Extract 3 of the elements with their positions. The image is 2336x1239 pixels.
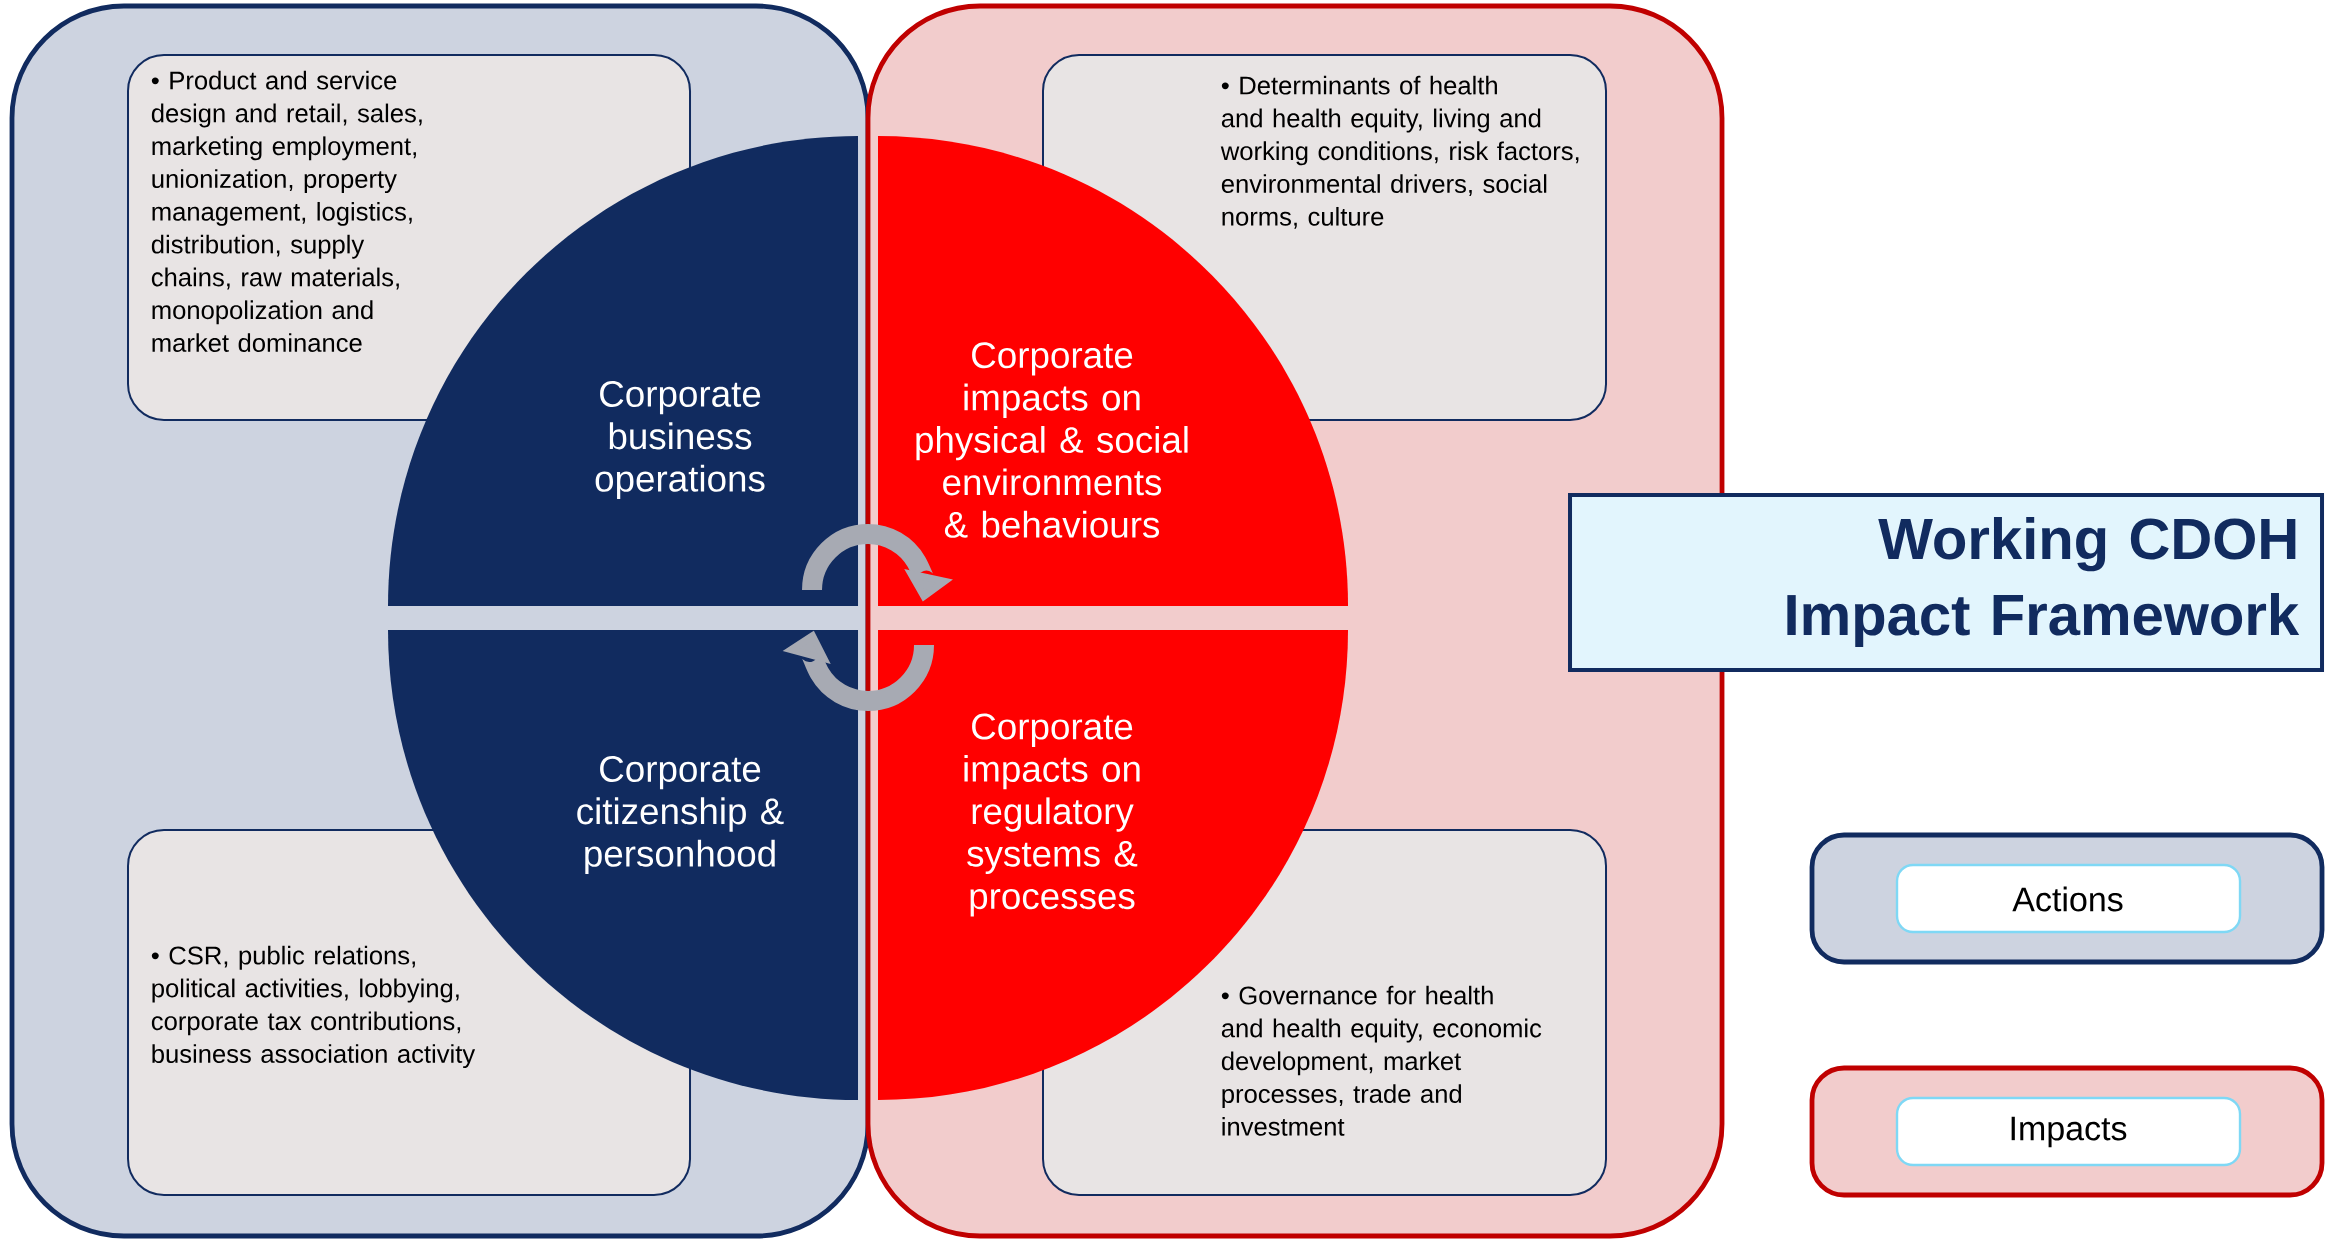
title-box: Working CDOH Impact Framework — [1568, 493, 2325, 672]
legend-label: Impacts — [1895, 1096, 2242, 1167]
legend-label: Actions — [1895, 863, 2242, 934]
